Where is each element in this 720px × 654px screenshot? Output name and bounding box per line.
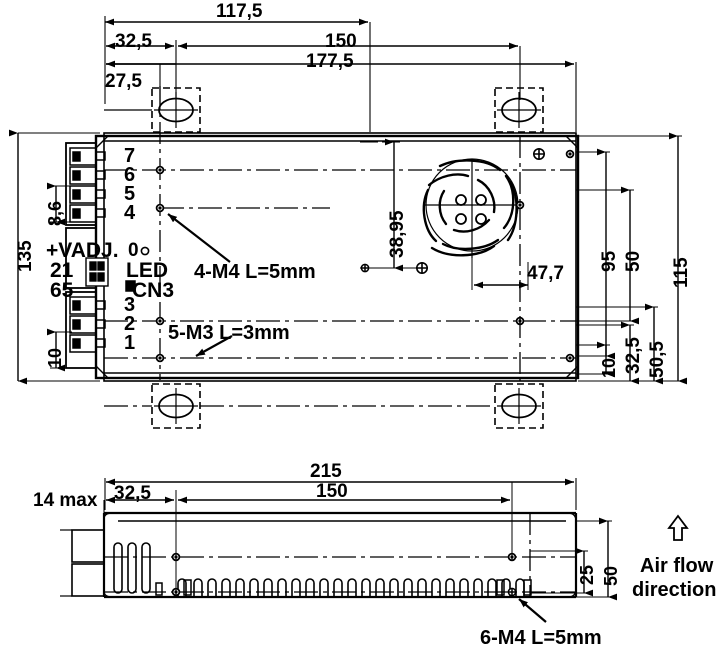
dim-50-5-label: 50,5 bbox=[647, 341, 668, 378]
dim-50-side-label: 50 bbox=[601, 565, 621, 586]
led-label: LED bbox=[126, 259, 168, 282]
dim-25-label: 25 bbox=[577, 564, 597, 585]
air-flow-line2: direction bbox=[632, 579, 717, 601]
vadj-row-65: 65 bbox=[50, 279, 74, 302]
vadj-row-21: 21 bbox=[50, 259, 74, 282]
callout-6-m4-label: 6-M4 L=5mm bbox=[480, 627, 602, 649]
terminal-pin-5: 5 bbox=[124, 183, 136, 205]
terminal-pin-1: 1 bbox=[124, 332, 136, 354]
dim-10-right-label: 10 bbox=[599, 357, 619, 378]
dim-50-label: 50 bbox=[623, 250, 644, 272]
dim-135-label: 135 bbox=[15, 240, 36, 272]
dim-14max-label: 14 max bbox=[33, 490, 98, 511]
callout-5-m3-label: 5-M3 L=3mm bbox=[168, 322, 290, 344]
terminal-pin-4: 4 bbox=[124, 202, 136, 224]
dim-215-label: 215 bbox=[310, 461, 342, 482]
dim-8-6-label: 8,6 bbox=[45, 200, 65, 226]
dim-150-side-label: 150 bbox=[316, 481, 348, 502]
dim-38-95-label: 38,95 bbox=[387, 210, 408, 258]
callout-4-m4-label: 4-M4 L=5mm bbox=[194, 261, 316, 283]
vadj-label: +VADJ. bbox=[46, 239, 119, 262]
cn3-label: CN3 bbox=[132, 279, 175, 302]
dim-32-5-label: 32,5 bbox=[115, 31, 152, 52]
dim-95-label: 95 bbox=[599, 250, 620, 272]
dim-150-label: 150 bbox=[325, 31, 357, 52]
terminal-pin-3: 3 bbox=[124, 294, 136, 316]
air-flow-line1: Air flow bbox=[640, 555, 714, 577]
dim-32-5-side-label: 32,5 bbox=[114, 483, 151, 504]
terminal-pin-7: 7 bbox=[124, 145, 136, 167]
dim-27-5-label: 27,5 bbox=[105, 71, 142, 92]
led-index-label: 0 bbox=[128, 240, 139, 261]
dim-177-5-label: 177,5 bbox=[306, 51, 354, 72]
dim-32-5-right-label: 32,5 bbox=[623, 337, 644, 374]
terminal-pin-6: 6 bbox=[124, 164, 136, 186]
dim-47-7-label: 47,7 bbox=[527, 263, 564, 284]
dim-115-label: 115 bbox=[671, 257, 692, 288]
dim-10-left-label: 10 bbox=[45, 347, 65, 368]
terminal-pin-2: 2 bbox=[124, 313, 136, 335]
dim-117-5-label: 117,5 bbox=[216, 1, 263, 22]
